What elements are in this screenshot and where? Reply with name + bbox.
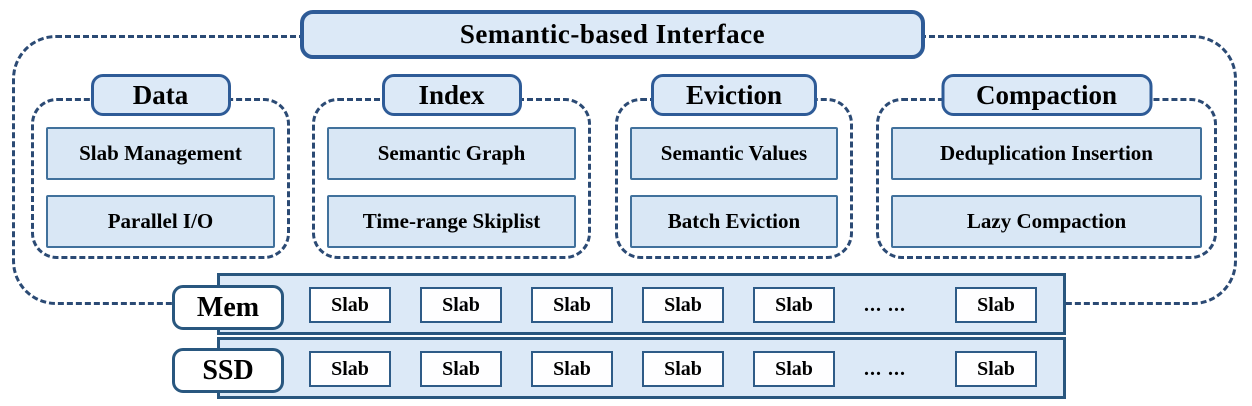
- item-time-range-skiplist: Time-range Skiplist: [327, 195, 576, 248]
- group-data-label: Data: [132, 79, 189, 110]
- group-data-items: Slab Management Parallel I/O: [46, 127, 275, 248]
- group-eviction: Eviction Semantic Values Batch Eviction: [615, 74, 853, 259]
- mem-slab: Slab: [420, 287, 502, 323]
- ssd-slab: Slab: [309, 351, 391, 387]
- item-batch-eviction: Batch Eviction: [630, 195, 838, 248]
- group-index-items: Semantic Graph Time-range Skiplist: [327, 127, 576, 248]
- group-eviction-label: Eviction: [685, 79, 783, 110]
- ssd-slab: Slab: [642, 351, 724, 387]
- group-index-header: Index: [381, 74, 522, 116]
- ssd-slab-row: Slab Slab Slab Slab Slab ... ... Slab: [217, 337, 1066, 399]
- ssd-label: SSD: [172, 348, 284, 393]
- group-data: Data Slab Management Parallel I/O: [31, 74, 290, 259]
- item-parallel-io: Parallel I/O: [46, 195, 275, 248]
- item-slab-management: Slab Management: [46, 127, 275, 180]
- group-data-header: Data: [90, 74, 231, 116]
- group-compaction-items: Deduplication Insertion Lazy Compaction: [891, 127, 1202, 248]
- mem-slab-row: Slab Slab Slab Slab Slab ... ... Slab: [217, 273, 1066, 335]
- group-compaction: Compaction Deduplication Insertion Lazy …: [876, 74, 1217, 259]
- group-compaction-label: Compaction: [976, 79, 1117, 110]
- item-semantic-values: Semantic Values: [630, 127, 838, 180]
- item-semantic-graph: Semantic Graph: [327, 127, 576, 180]
- ssd-slab: Slab: [753, 351, 835, 387]
- semantic-interface-box: Semantic-based Interface: [300, 10, 925, 59]
- mem-slab: Slab: [642, 287, 724, 323]
- group-index-label: Index: [418, 79, 485, 110]
- ssd-label-text: SSD: [202, 354, 254, 386]
- ssd-slab: Slab: [955, 351, 1037, 387]
- mem-slab: Slab: [531, 287, 613, 323]
- group-compaction-header: Compaction: [941, 74, 1152, 116]
- mem-label-text: Mem: [196, 291, 260, 323]
- mem-slab-ellipsis: ... ...: [864, 293, 906, 316]
- group-index: Index Semantic Graph Time-range Skiplist: [312, 74, 591, 259]
- mem-label: Mem: [172, 285, 284, 330]
- group-eviction-header: Eviction: [650, 74, 818, 116]
- mem-slab: Slab: [955, 287, 1037, 323]
- ssd-slab-ellipsis: ... ...: [864, 357, 906, 380]
- item-lazy-compaction: Lazy Compaction: [891, 195, 1202, 248]
- semantic-interface-label: Semantic-based Interface: [459, 19, 766, 49]
- ssd-slab: Slab: [531, 351, 613, 387]
- ssd-slab: Slab: [420, 351, 502, 387]
- mem-slab: Slab: [309, 287, 391, 323]
- item-deduplication-insertion: Deduplication Insertion: [891, 127, 1202, 180]
- group-eviction-items: Semantic Values Batch Eviction: [630, 127, 838, 248]
- mem-slab: Slab: [753, 287, 835, 323]
